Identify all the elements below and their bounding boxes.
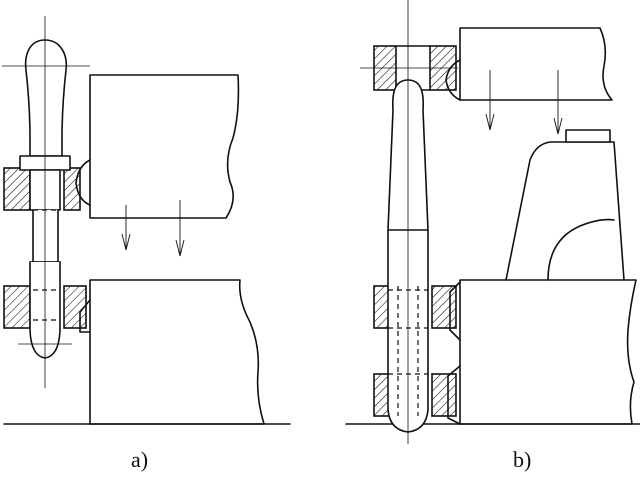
figure-b: [345, 0, 640, 444]
fig-b-long-pin: [360, 0, 458, 444]
fig-a-arrows: [121, 200, 185, 257]
caption-b: b): [513, 447, 532, 472]
fig-b-arrows: [485, 70, 563, 135]
fig-b-lower-block: [447, 279, 637, 425]
fig-a-upper-block: [75, 74, 240, 219]
caption-a: a): [131, 447, 149, 472]
fig-a-upper-bushing: [3, 167, 81, 211]
fig-b-upper-block: [445, 27, 613, 101]
fig-a-lower-block: [79, 279, 265, 425]
figure-a: [2, 16, 291, 425]
fig-a-locating-pin: [2, 16, 90, 388]
fig-b-workpiece: [505, 129, 625, 281]
